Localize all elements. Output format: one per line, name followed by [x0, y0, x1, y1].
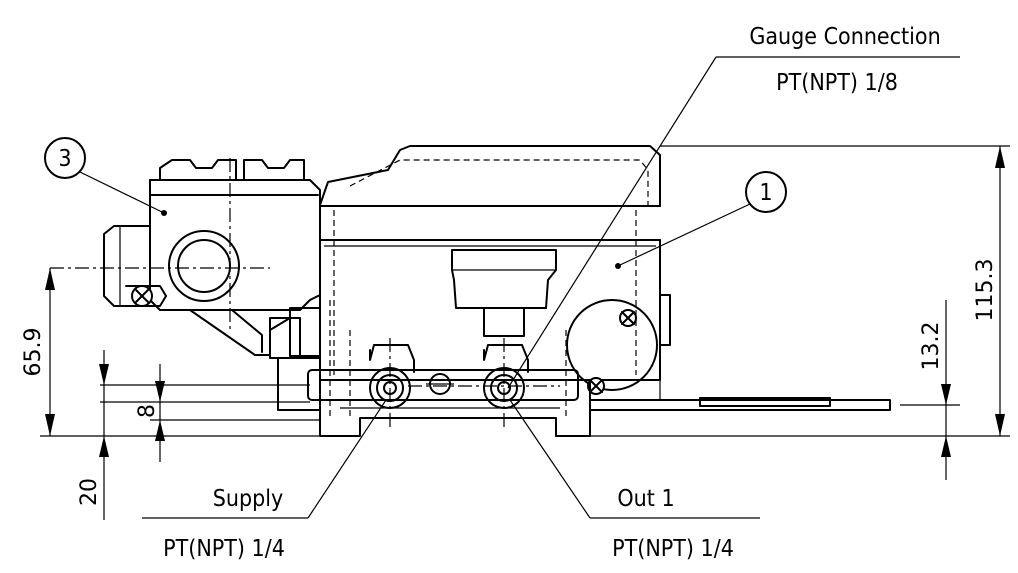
- svg-text:20: 20: [77, 478, 102, 506]
- svg-text:PT(NPT) 1/8: PT(NPT) 1/8: [776, 70, 898, 96]
- svg-text:Gauge Connection: Gauge Connection: [749, 24, 940, 50]
- svg-text:115.3: 115.3: [973, 259, 998, 322]
- dimension-port-spacing: 8: [135, 364, 165, 462]
- svg-text:Out 1: Out 1: [617, 486, 674, 512]
- port-manifold: [277, 300, 591, 437]
- terminal-enclosure: [50, 158, 321, 359]
- callout-out1: Out 1 PT(NPT) 1/4: [509, 399, 760, 562]
- dimension-bottom-offset: 20: [77, 350, 109, 520]
- dimension-overall-height: 115.3: [973, 146, 1005, 436]
- svg-text:1: 1: [759, 180, 772, 206]
- svg-text:PT(NPT) 1/4: PT(NPT) 1/4: [612, 536, 734, 562]
- svg-text:PT(NPT) 1/4: PT(NPT) 1/4: [163, 536, 285, 562]
- balloon-item-3: 3: [44, 137, 167, 216]
- callout-supply: Supply PT(NPT) 1/4: [142, 399, 387, 562]
- dimension-plate-offset: 13.2: [919, 300, 951, 480]
- dimension-port-height: 65.9: [21, 268, 55, 436]
- balloon-item-1: 1: [615, 171, 787, 269]
- svg-text:3: 3: [58, 146, 71, 172]
- svg-text:8: 8: [135, 404, 160, 418]
- svg-text:Supply: Supply: [213, 486, 284, 512]
- svg-text:65.9: 65.9: [21, 328, 46, 377]
- callout-gauge-connection: Gauge Connection PT(NPT) 1/8: [507, 24, 960, 389]
- svg-text:13.2: 13.2: [919, 322, 944, 371]
- extension-lines: [40, 145, 1010, 437]
